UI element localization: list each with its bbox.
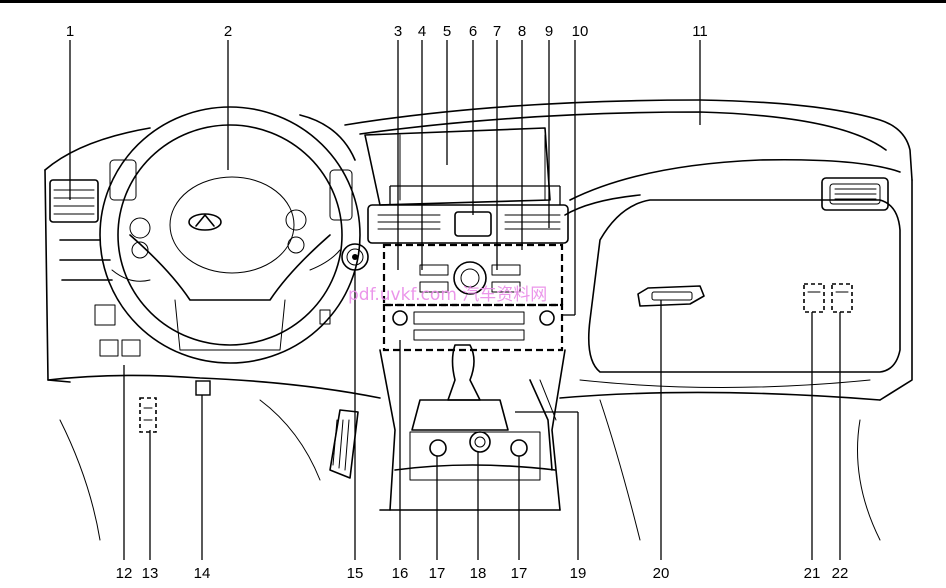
callout-14: 14 [194, 565, 211, 582]
callout-3: 3 [394, 23, 402, 40]
floor-outline [59, 399, 881, 541]
callout-10: 10 [572, 23, 589, 40]
callout-6: 6 [469, 23, 477, 40]
watermark-text: pdf.uvkf.com 汽车资料网 [348, 285, 547, 305]
fuse-box-marker [139, 397, 157, 433]
callout-12: 12 [116, 565, 133, 582]
callout-1: 1 [66, 23, 74, 40]
callout-16: 16 [392, 565, 409, 582]
steering-wheel [99, 106, 361, 364]
callout-15: 15 [347, 565, 364, 582]
callout-labels: 1 2 3 4 5 6 7 8 9 10 11 12 13 14 15 16 1… [66, 23, 849, 582]
callout-20: 20 [653, 565, 670, 582]
center-stack [364, 127, 569, 511]
trunk-release-switches [803, 283, 853, 313]
callout-7: 7 [493, 23, 501, 40]
callout-2: 2 [224, 23, 232, 40]
hood-release-lever [195, 380, 211, 396]
callout-5: 5 [443, 23, 451, 40]
accelerator-pedal [329, 409, 359, 479]
callout-18: 18 [470, 565, 487, 582]
leader-lines [69, 40, 841, 560]
glovebox-handle [637, 285, 705, 307]
callout-13: 13 [142, 565, 159, 582]
callout-4: 4 [418, 23, 426, 40]
callout-9: 9 [545, 23, 553, 40]
callout-21: 21 [804, 565, 821, 582]
callout-17-left: 17 [429, 565, 446, 582]
callout-19: 19 [570, 565, 587, 582]
callout-8: 8 [518, 23, 526, 40]
callout-17-right: 17 [511, 565, 528, 582]
callout-22: 22 [832, 565, 849, 582]
dashboard-outline [44, 99, 913, 401]
push-button-ignition [341, 243, 369, 271]
callout-11: 11 [692, 23, 708, 40]
